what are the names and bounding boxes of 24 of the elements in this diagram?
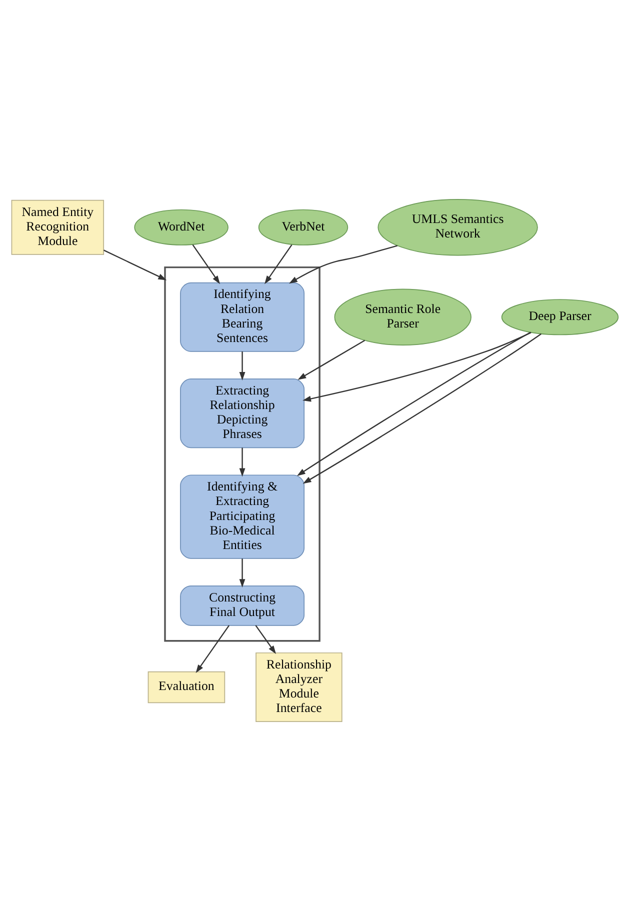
arrow [104,249,167,280]
node-ellipse: Semantic Role Parser [334,288,472,345]
node-ellipse: Deep Parser [501,298,619,335]
node-box: Relationship Analyzer Module Interface [256,652,342,722]
node-ellipse: VerbNet [258,208,348,245]
node-box: Extracting Relationship Depicting Phrases [180,378,305,448]
arrow [192,244,220,284]
arrow [239,558,246,588]
node-ellipse: WordNet [134,208,228,245]
arrow [298,339,366,380]
node-box: Identifying & Extracting Participating Bio-Medical Entities [180,474,305,558]
arrow [239,447,246,476]
arrow [196,624,230,673]
node-box: Constructing Final Output [180,584,305,626]
arrow [302,332,532,402]
node-box: Identifying Relation Bearing Sentences [180,282,305,352]
cluster [164,266,320,642]
arrow [255,624,276,654]
arrow [264,244,292,284]
node-box: Named Entity Recognition Module [11,199,104,254]
arrow [288,244,398,284]
node-box: Evaluation [148,670,226,703]
node-ellipse: UMLS Semantics Network [378,198,538,256]
arrow [239,351,246,380]
